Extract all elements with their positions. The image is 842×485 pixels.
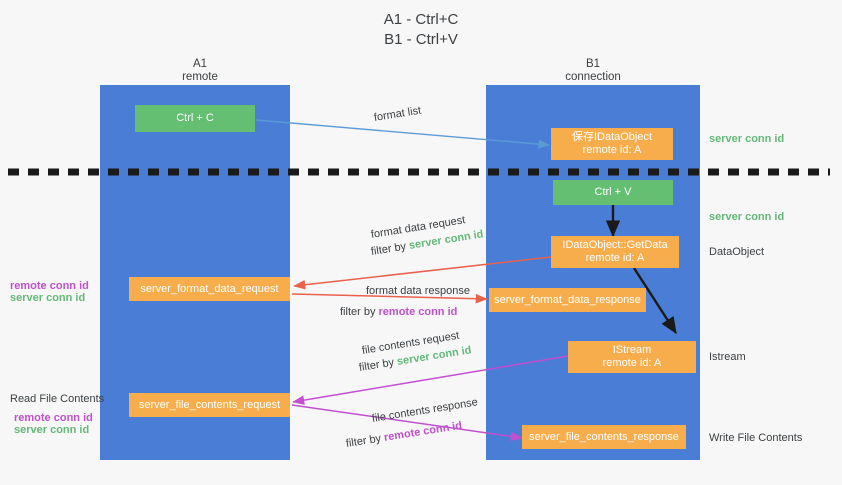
lane-header-b1: B1 connection xyxy=(533,58,653,84)
node-save-idataobject-title: 保存IDataObject xyxy=(571,131,653,143)
node-idataobject-getdata[interactable]: IDataObject::GetData remote id: A xyxy=(551,236,679,268)
node-istream-remote-id: remote id: A xyxy=(602,357,662,369)
annotation-remote-conn-id-upper: remote conn id xyxy=(10,280,89,292)
annotation-read-file-contents: Read File Contents xyxy=(10,393,105,405)
edge-label-format-list: format list xyxy=(373,104,423,124)
filter-prefix: filter by xyxy=(345,432,385,450)
edge-label-file-contents-response-filter: filter by remote conn id xyxy=(345,419,463,451)
node-idataobject-getdata-title: IDataObject::GetData xyxy=(562,239,668,251)
filter-value-remote-conn-id: remote conn id xyxy=(378,306,458,318)
filter-prefix: filter by xyxy=(340,306,379,318)
title-line-2: B1 - Ctrl+V xyxy=(384,31,458,48)
annotation-server-conn-id-mid: server conn id xyxy=(709,211,785,223)
filter-value-remote-conn-id: remote conn id xyxy=(383,419,463,444)
node-istream[interactable]: IStream remote id: A xyxy=(568,341,696,373)
node-server-file-contents-request[interactable]: server_file_contents_request xyxy=(129,393,290,417)
node-ctrl-v[interactable]: Ctrl + V xyxy=(553,180,673,205)
node-server-format-data-response-label: server_format_data_response xyxy=(494,293,641,306)
title-line-1: A1 - Ctrl+C xyxy=(383,11,459,28)
filter-prefix: filter by xyxy=(358,356,398,374)
node-idataobject-getdata-remote-id: remote id: A xyxy=(585,252,645,264)
node-server-file-contents-request-label: server_file_contents_request xyxy=(138,398,281,411)
lane-header-b1-name: B1 xyxy=(585,58,601,70)
lane-header-a1-role: remote xyxy=(182,71,218,83)
annotation-dataobject: DataObject xyxy=(709,246,765,258)
lane-header-b1-role: connection xyxy=(565,71,621,83)
edge-label-format-data-response: format data response xyxy=(366,285,470,297)
annotation-remote-conn-id-lower: remote conn id xyxy=(14,412,93,424)
node-save-idataobject[interactable]: 保存IDataObject remote id: A xyxy=(551,128,673,160)
node-server-format-data-response[interactable]: server_format_data_response xyxy=(489,288,646,312)
node-ctrl-c[interactable]: Ctrl + C xyxy=(135,105,255,132)
annotation-istream: Istream xyxy=(709,351,746,363)
node-server-file-contents-response-label: server_file_contents_response xyxy=(529,430,679,443)
annotation-server-conn-id-upper: server conn id xyxy=(10,292,86,304)
diagram-title: A1 - Ctrl+C B1 - Ctrl+V xyxy=(0,10,842,50)
lane-header-a1: A1 remote xyxy=(140,58,260,84)
node-save-idataobject-remote-id: remote id: A xyxy=(582,144,642,156)
filter-prefix: filter by xyxy=(370,240,410,258)
annotation-server-conn-id-top: server conn id xyxy=(709,133,785,145)
node-istream-title: IStream xyxy=(612,344,652,356)
edge-label-file-contents-response: file contents response xyxy=(371,396,479,425)
node-server-file-contents-response[interactable]: server_file_contents_response xyxy=(522,425,686,449)
annotation-write-file-contents: Write File Contents xyxy=(709,432,803,444)
node-server-format-data-request[interactable]: server_format_data_request xyxy=(129,277,290,301)
node-ctrl-c-label: Ctrl + C xyxy=(176,112,214,124)
edge-label-format-data-response-filter: filter by remote conn id xyxy=(340,305,457,319)
annotation-server-conn-id-lower: server conn id xyxy=(14,424,90,436)
node-server-format-data-request-label: server_format_data_request xyxy=(140,282,279,295)
lane-header-a1-name: A1 xyxy=(192,58,208,70)
node-ctrl-v-label: Ctrl + V xyxy=(594,186,632,198)
